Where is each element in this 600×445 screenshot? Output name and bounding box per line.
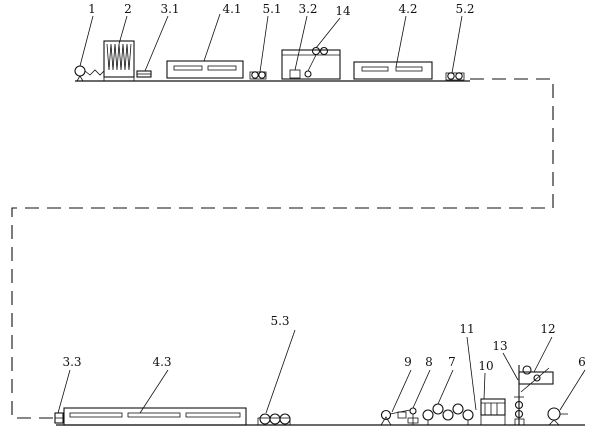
oven-4-2 bbox=[353, 61, 433, 80]
label-4-2: 4.2 bbox=[398, 2, 417, 16]
label-9: 9 bbox=[404, 355, 412, 369]
label-7: 7 bbox=[448, 355, 456, 369]
label-4-3: 4.3 bbox=[152, 355, 171, 369]
leader-lines bbox=[57, 13, 586, 414]
rewind-reel-6 bbox=[547, 407, 568, 426]
dashed-connector bbox=[11, 78, 554, 419]
label-1: 1 bbox=[88, 2, 96, 16]
label-11: 11 bbox=[459, 322, 474, 336]
label-3-1: 3.1 bbox=[160, 2, 179, 16]
winder-tower-12-13 bbox=[514, 365, 554, 426]
top-process-line bbox=[74, 40, 470, 82]
roller-set-5-3 bbox=[257, 413, 291, 426]
oven-4-3 bbox=[63, 407, 247, 426]
roller-set-5-1 bbox=[249, 71, 267, 80]
part-labels: 1 2 3.1 4.1 5.1 3.2 14 4.2 5.2 5.3 3.3 4… bbox=[62, 2, 585, 373]
unit-3-1 bbox=[136, 70, 152, 78]
label-5-3: 5.3 bbox=[270, 314, 289, 328]
label-4-1: 4.1 bbox=[222, 2, 241, 16]
unit-10 bbox=[480, 398, 506, 425]
label-3-2: 3.2 bbox=[298, 2, 317, 16]
frame-3-2-14 bbox=[281, 46, 341, 80]
roller-set-5-2 bbox=[445, 72, 465, 81]
label-10: 10 bbox=[478, 359, 493, 373]
tank-2 bbox=[103, 40, 135, 81]
label-14: 14 bbox=[335, 4, 351, 18]
label-2: 2 bbox=[124, 2, 132, 16]
label-6: 6 bbox=[578, 355, 586, 369]
unwind-reel-1 bbox=[74, 65, 105, 82]
oven-4-1 bbox=[166, 60, 244, 79]
unit-3-3 bbox=[54, 412, 64, 424]
unit-9 bbox=[380, 409, 411, 426]
bottom-process-line bbox=[54, 365, 585, 426]
label-8: 8 bbox=[425, 355, 433, 369]
label-5-2: 5.2 bbox=[455, 2, 474, 16]
label-5-1: 5.1 bbox=[262, 2, 281, 16]
roller-set-7 bbox=[422, 403, 474, 425]
label-3-3: 3.3 bbox=[62, 355, 81, 369]
label-13: 13 bbox=[492, 339, 507, 353]
unit-8 bbox=[407, 407, 419, 425]
label-12: 12 bbox=[540, 322, 555, 336]
